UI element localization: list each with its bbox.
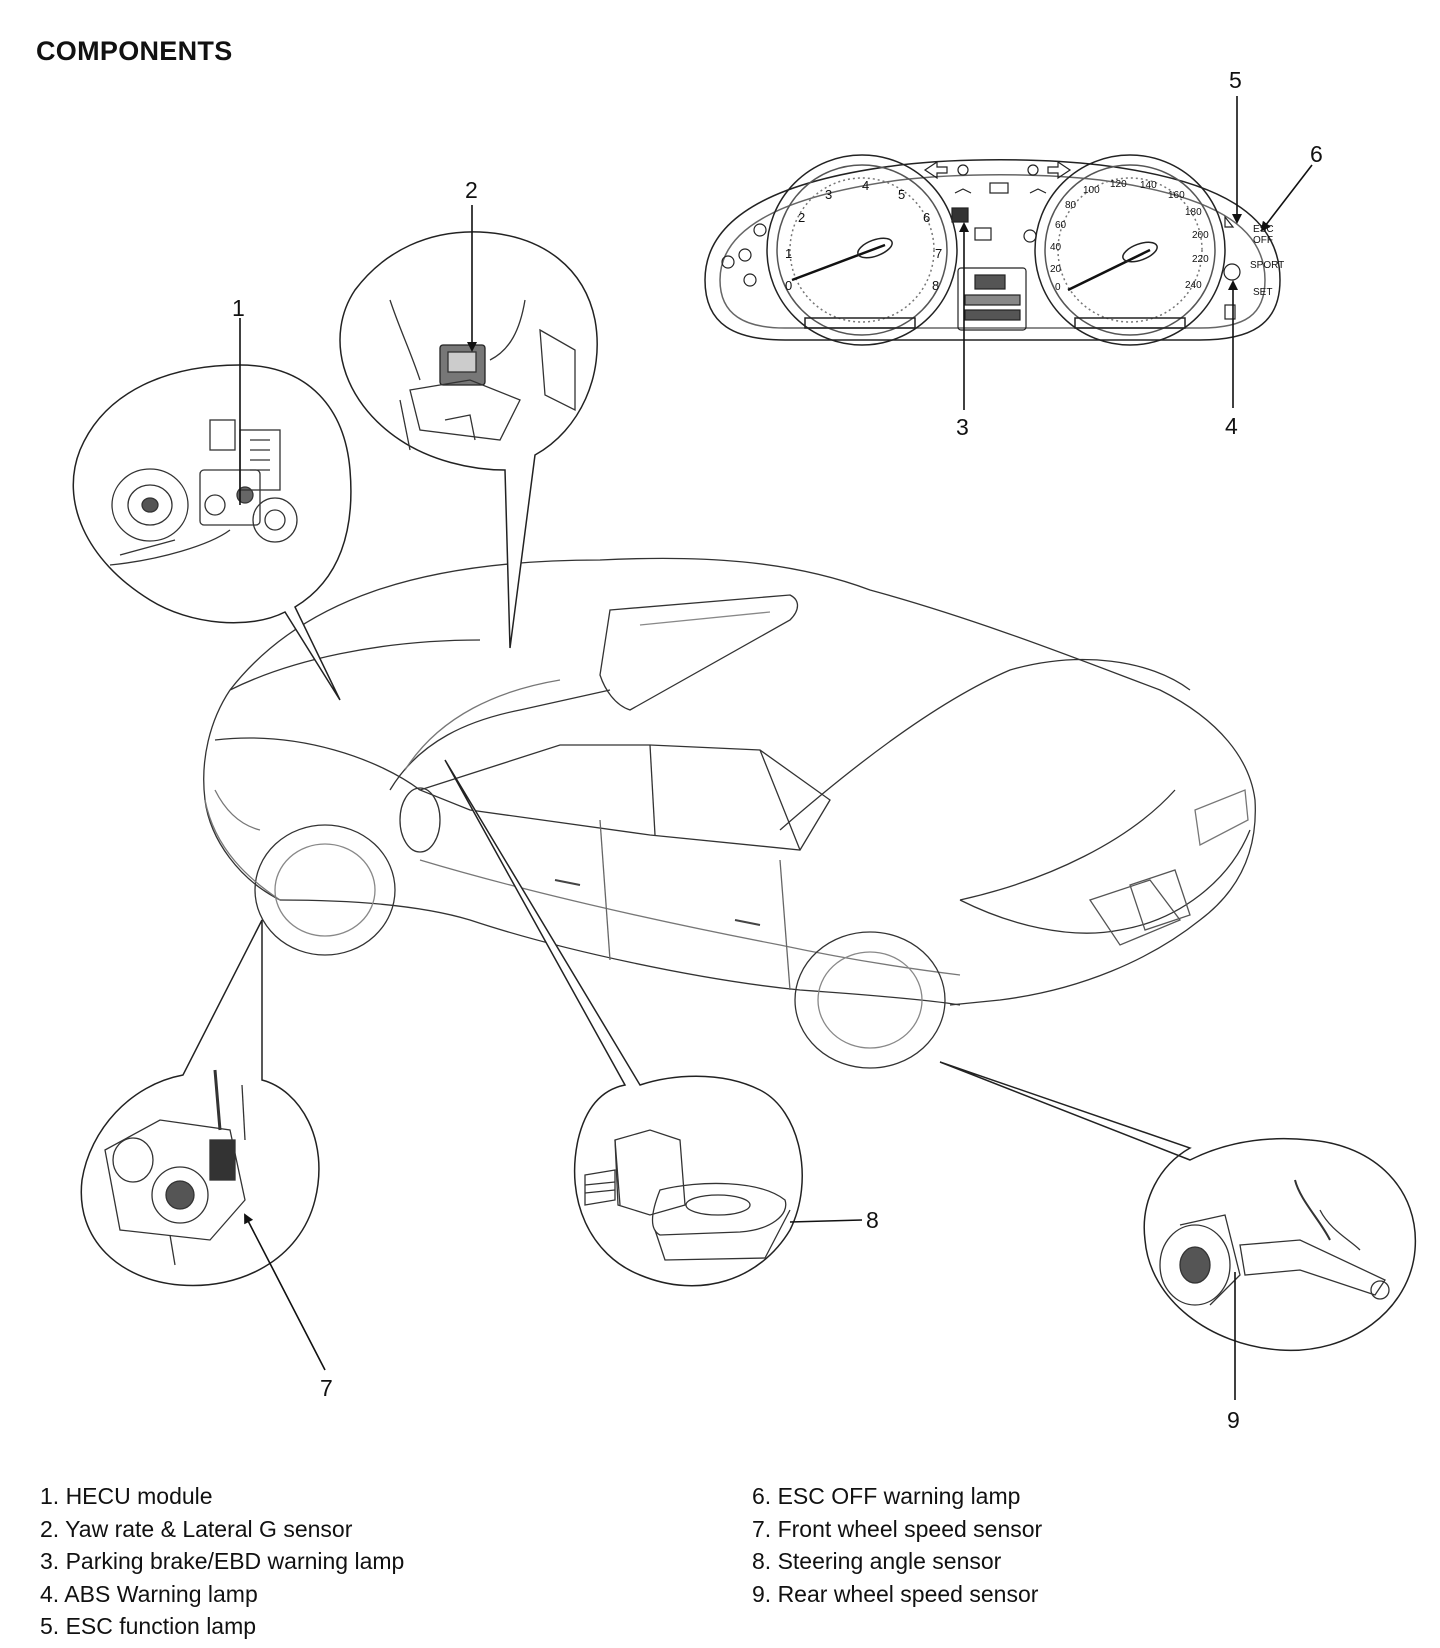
fog-light-icon (1027, 164, 1039, 176)
speedometer-numbers: 0 20 40 60 80 100 120 140 160 180 200 22… (1050, 179, 1209, 293)
legend-item-1: 1. HECU module (40, 1483, 213, 1509)
speed-200: 200 (1192, 230, 1209, 241)
speed-220: 220 (1192, 254, 1209, 265)
steering-angle-sensor-illustration (584, 1129, 791, 1261)
engine-icon (738, 248, 752, 262)
speed-40: 40 (1050, 242, 1062, 253)
callout-1: 1 (232, 295, 245, 321)
speed-100: 100 (1083, 185, 1100, 196)
speed-240: 240 (1185, 280, 1202, 291)
speed-140: 140 (1140, 180, 1157, 191)
speed-120: 120 (1110, 179, 1127, 190)
yaw-rate-sensor-bubble (339, 231, 598, 649)
temp-icon (743, 273, 757, 287)
vehicle-outline (203, 557, 1256, 1069)
esc-function-lamp-icon (1224, 215, 1235, 228)
legend-item-2: 2. Yaw rate & Lateral G sensor (40, 1515, 353, 1542)
legend-item-3: 3. Parking brake/EBD warning lamp (40, 1548, 405, 1574)
speed-180: 180 (1185, 207, 1202, 218)
battery-icon (974, 227, 992, 241)
leader-8 (789, 1219, 863, 1223)
leader-6 (1260, 164, 1313, 232)
speed-160: 160 (1168, 190, 1185, 201)
leader-7 (244, 1213, 326, 1371)
legend-item-4: 4. ABS Warning lamp (40, 1580, 258, 1607)
headlight-icon (957, 164, 969, 176)
hecu-module-illustration (109, 419, 298, 566)
hecu-module-bubble (72, 364, 352, 701)
callout-6: 6 (1310, 141, 1323, 167)
right-turn-icon (1047, 160, 1072, 180)
speed-0: 0 (1055, 282, 1061, 293)
abs-warning-lamp-icon (1223, 263, 1241, 281)
parking-brake-ebd-lamp-icon (951, 207, 969, 223)
legend-item-9: 9. Rear wheel speed sensor (752, 1580, 1039, 1607)
tach-2: 2 (798, 210, 805, 225)
oil-icon (753, 223, 767, 237)
esc-off-label-bottom: OFF (1253, 235, 1273, 246)
callout-9: 9 (1227, 1407, 1240, 1433)
legend-item-5: 5. ESC function lamp (40, 1613, 257, 1639)
page-title: COMPONENTS (36, 36, 233, 66)
callout-4: 4 (1225, 413, 1238, 439)
tach-1: 1 (785, 246, 792, 261)
fuel-icon (1224, 304, 1236, 320)
callout-numbers: 1 2 3 4 5 6 7 8 9 (232, 67, 1323, 1433)
leader-lines (239, 96, 1313, 1400)
tachometer-numbers: 0 1 2 3 4 5 6 7 8 (785, 178, 942, 293)
callout-5: 5 (1229, 67, 1242, 93)
speed-20: 20 (1050, 264, 1062, 275)
center-display (957, 267, 1027, 331)
tach-6: 6 (923, 210, 930, 225)
airbag-icon (1023, 229, 1037, 243)
hood-icon (1029, 188, 1047, 194)
steering-angle-sensor-bubble (444, 759, 803, 1287)
door-icon (989, 182, 1009, 194)
legend-item-8: 8. Steering angle sensor (752, 1548, 1002, 1574)
ac-icon (721, 255, 735, 269)
tach-8: 8 (932, 278, 939, 293)
callout-2: 2 (465, 177, 478, 203)
front-wheel-sensor-bubble (80, 919, 320, 1287)
legend-item-6: 6. ESC OFF warning lamp (752, 1483, 1021, 1509)
left-turn-icon (923, 160, 948, 180)
legend-right: 6. ESC OFF warning lamp 7. Front wheel s… (752, 1480, 1042, 1610)
set-label: SET (1253, 287, 1272, 298)
tach-3: 3 (825, 187, 832, 202)
tach-5: 5 (898, 187, 905, 202)
tachometer (766, 154, 958, 346)
legend-left: 1. HECU module 2. Yaw rate & Lateral G s… (40, 1480, 404, 1643)
yaw-rate-sensor-illustration (389, 299, 576, 451)
tach-4: 4 (862, 178, 869, 193)
callout-7: 7 (320, 1375, 333, 1401)
speed-80: 80 (1065, 200, 1077, 211)
rear-wheel-sensor-illustration (1159, 1179, 1390, 1306)
tach-0: 0 (785, 278, 792, 293)
speedometer (1034, 154, 1226, 346)
seatbelt-icon (954, 188, 972, 194)
instrument-cluster (704, 159, 1281, 341)
speed-60: 60 (1055, 220, 1067, 231)
front-wheel-sensor-illustration (104, 1069, 246, 1266)
legend-item-7: 7. Front wheel speed sensor (752, 1515, 1043, 1542)
rear-wheel-sensor-bubble (939, 1061, 1417, 1352)
tach-7: 7 (935, 246, 942, 261)
callout-8: 8 (866, 1207, 879, 1233)
callout-3: 3 (956, 414, 969, 440)
sport-label: SPORT (1250, 260, 1284, 271)
